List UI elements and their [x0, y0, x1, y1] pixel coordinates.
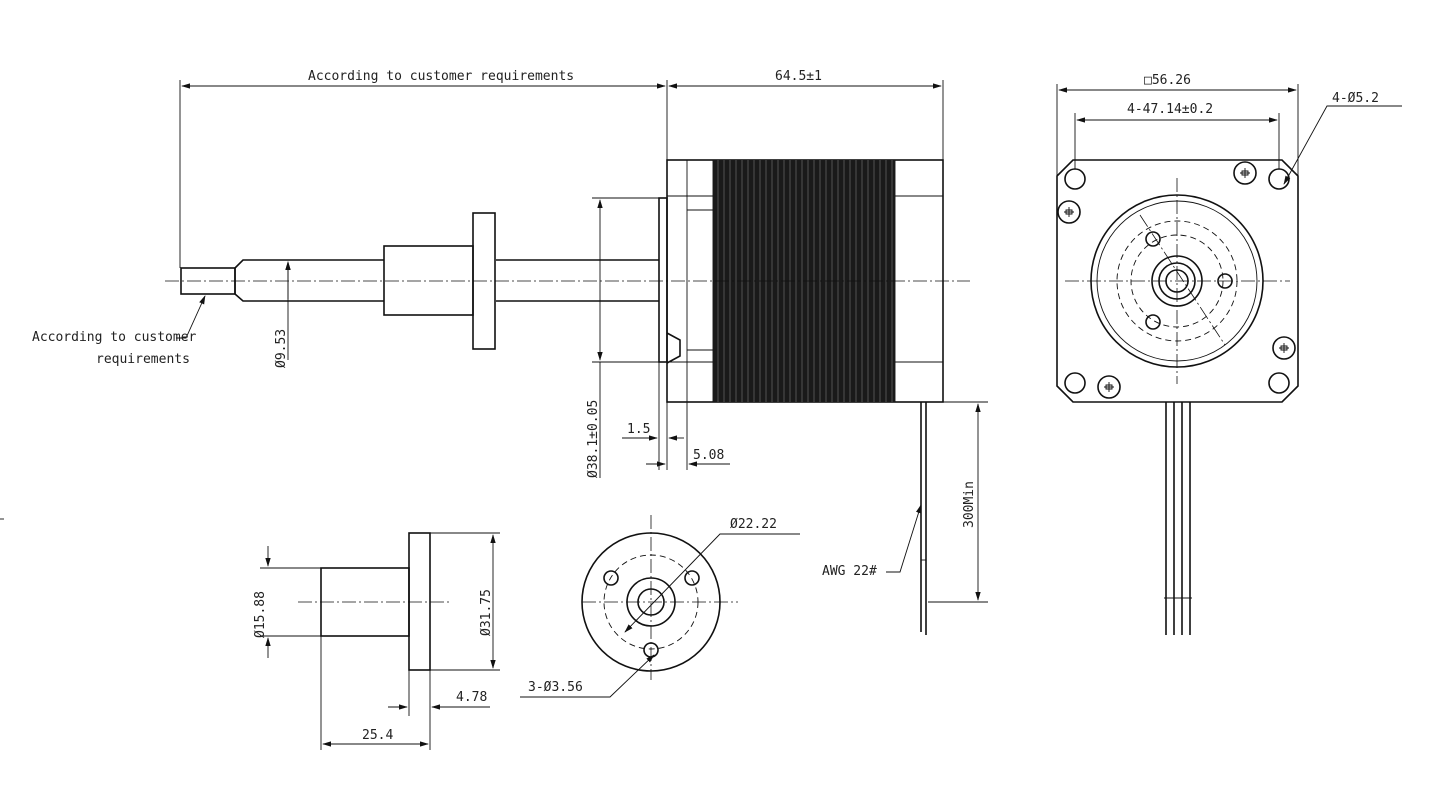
wire-gauge-label: AWG 22#	[822, 564, 877, 579]
mount-hole	[1064, 372, 1086, 394]
mount-hole	[1268, 168, 1290, 190]
dim-nut-flange-dia: Ø31.75	[430, 532, 500, 671]
lead-wire-side	[920, 402, 927, 635]
nut-body-dia-label: Ø15.88	[253, 591, 268, 638]
lead-wires-front	[1165, 402, 1191, 635]
front-view	[1056, 159, 1299, 635]
motor-length-label: 64.5±1	[775, 69, 822, 84]
dim-shaft-length: According to customer requirements	[179, 69, 668, 268]
square-size-label: □56.26	[1144, 73, 1191, 88]
dim-square-size: □56.26	[1056, 73, 1299, 176]
leader-wire-gauge: AWG 22#	[822, 504, 922, 579]
dim-lead-length: 300Min	[928, 401, 988, 603]
phillips-screw-icon	[1057, 200, 1081, 224]
mount-holes-label: 4-Ø5.2	[1332, 91, 1379, 106]
lead-screw	[496, 259, 659, 302]
leader-nut-holes: 3-Ø3.56	[520, 654, 655, 698]
phillips-screw-icon	[1097, 375, 1121, 399]
lead-length-label: 300Min	[962, 481, 977, 528]
side-view	[165, 159, 970, 635]
nut-hole	[1145, 231, 1161, 247]
leader-mount-holes: 4-Ø5.2	[1283, 91, 1402, 185]
nut-length-label: 25.4	[362, 728, 393, 743]
nut-flange-dia-label: Ø31.75	[479, 589, 494, 636]
dim-nut-body-dia: Ø15.88	[253, 546, 321, 658]
nut-mount-hole	[603, 570, 619, 586]
dim-boss-height: 1.5	[622, 362, 684, 470]
hole-spacing-label: 4-47.14±0.2	[1127, 102, 1213, 117]
nut-side-view	[298, 532, 450, 671]
mount-hole	[1064, 168, 1086, 190]
nut-holes-label: 3-Ø3.56	[528, 680, 583, 695]
nut-hole	[1145, 314, 1161, 330]
phillips-screw-icon	[1233, 161, 1257, 185]
shaft-end-note-1: According to customer	[32, 330, 197, 345]
boss-dia-label: Ø38.1±0.05	[586, 400, 601, 478]
dim-motor-length: 64.5±1	[668, 69, 944, 160]
nut-front-view	[581, 515, 738, 680]
dim-shaft-dia: Ø9.53	[274, 261, 291, 368]
dim-boss-dia: Ø38.1±0.05	[586, 197, 659, 478]
phillips-screw-icon	[1272, 336, 1296, 360]
dim-hole-spacing: 4-47.14±0.2	[1074, 102, 1280, 169]
nut-flange	[408, 532, 431, 671]
shaft-end-note-2: requirements	[96, 352, 190, 367]
dim-nut-length: 25.4	[320, 636, 429, 750]
dim-flange-thickness: 5.08	[646, 402, 730, 470]
front-square	[1056, 159, 1299, 403]
boss-height-label: 1.5	[627, 422, 650, 437]
shaft-length-label: According to customer requirements	[308, 69, 574, 84]
leader-nut-pcd: Ø22.22	[624, 517, 800, 633]
leader-shaft-end: According to customer requirements	[32, 295, 206, 367]
nut-mount-hole	[684, 570, 700, 586]
front-boss	[658, 197, 668, 363]
dim-nut-flange-thk: 4.78	[388, 670, 490, 750]
mount-hole	[1268, 372, 1290, 394]
flange-thickness-label: 5.08	[693, 448, 724, 463]
shaft-dia-label: Ø9.53	[274, 329, 289, 368]
nut-pcd-label: Ø22.22	[730, 517, 777, 532]
nut-flange-thk-label: 4.78	[456, 690, 487, 705]
